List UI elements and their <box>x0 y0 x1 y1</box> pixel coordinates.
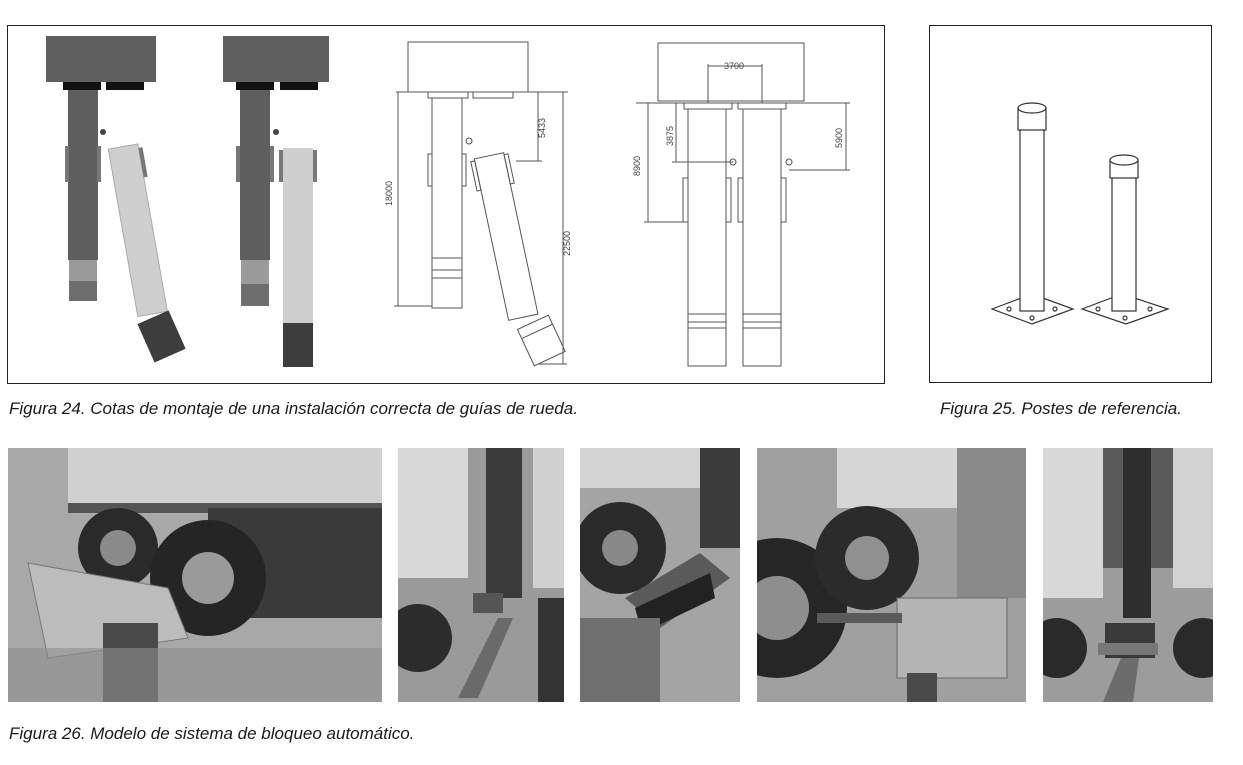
dim-8900: 8900 <box>632 156 642 176</box>
dimension-drawing-parallel <box>636 42 850 367</box>
dim-3875: 3875 <box>665 126 675 146</box>
figure-25-caption: Figura 25. Postes de referencia. <box>940 399 1182 418</box>
photo-wheel-guide-closeup <box>757 448 1026 702</box>
shaded-guide-drawing-2 <box>223 36 329 367</box>
reference-posts-drawing <box>990 102 1170 325</box>
photo-wheel-guide-block <box>580 448 740 702</box>
dim-5433: 5433 <box>537 118 547 138</box>
dim-5900: 5900 <box>834 128 844 148</box>
reference-post-short <box>1080 154 1170 325</box>
dim-3700: 3700 <box>724 61 744 71</box>
photo-wheel-guide-rear-view <box>1043 448 1213 702</box>
shaded-guide-drawing-1 <box>46 36 186 363</box>
figure-24-panel: 18000 5433 22500 <box>7 25 885 384</box>
photo-wheel-guide-between-trailers <box>398 448 564 702</box>
dim-22500: 22500 <box>562 231 572 256</box>
photo-truck-wheel-guide <box>8 448 382 702</box>
figure-26-caption: Figura 26. Modelo de sistema de bloqueo … <box>9 724 415 743</box>
reference-post-tall <box>990 102 1075 325</box>
wheel-guide-drawings: 18000 5433 22500 <box>46 36 850 367</box>
dimension-drawing-angled <box>394 41 568 367</box>
figure-24-caption: Figura 24. Cotas de montaje de una insta… <box>9 399 578 418</box>
figure-25-panel <box>929 25 1212 383</box>
dim-18000: 18000 <box>384 181 394 206</box>
